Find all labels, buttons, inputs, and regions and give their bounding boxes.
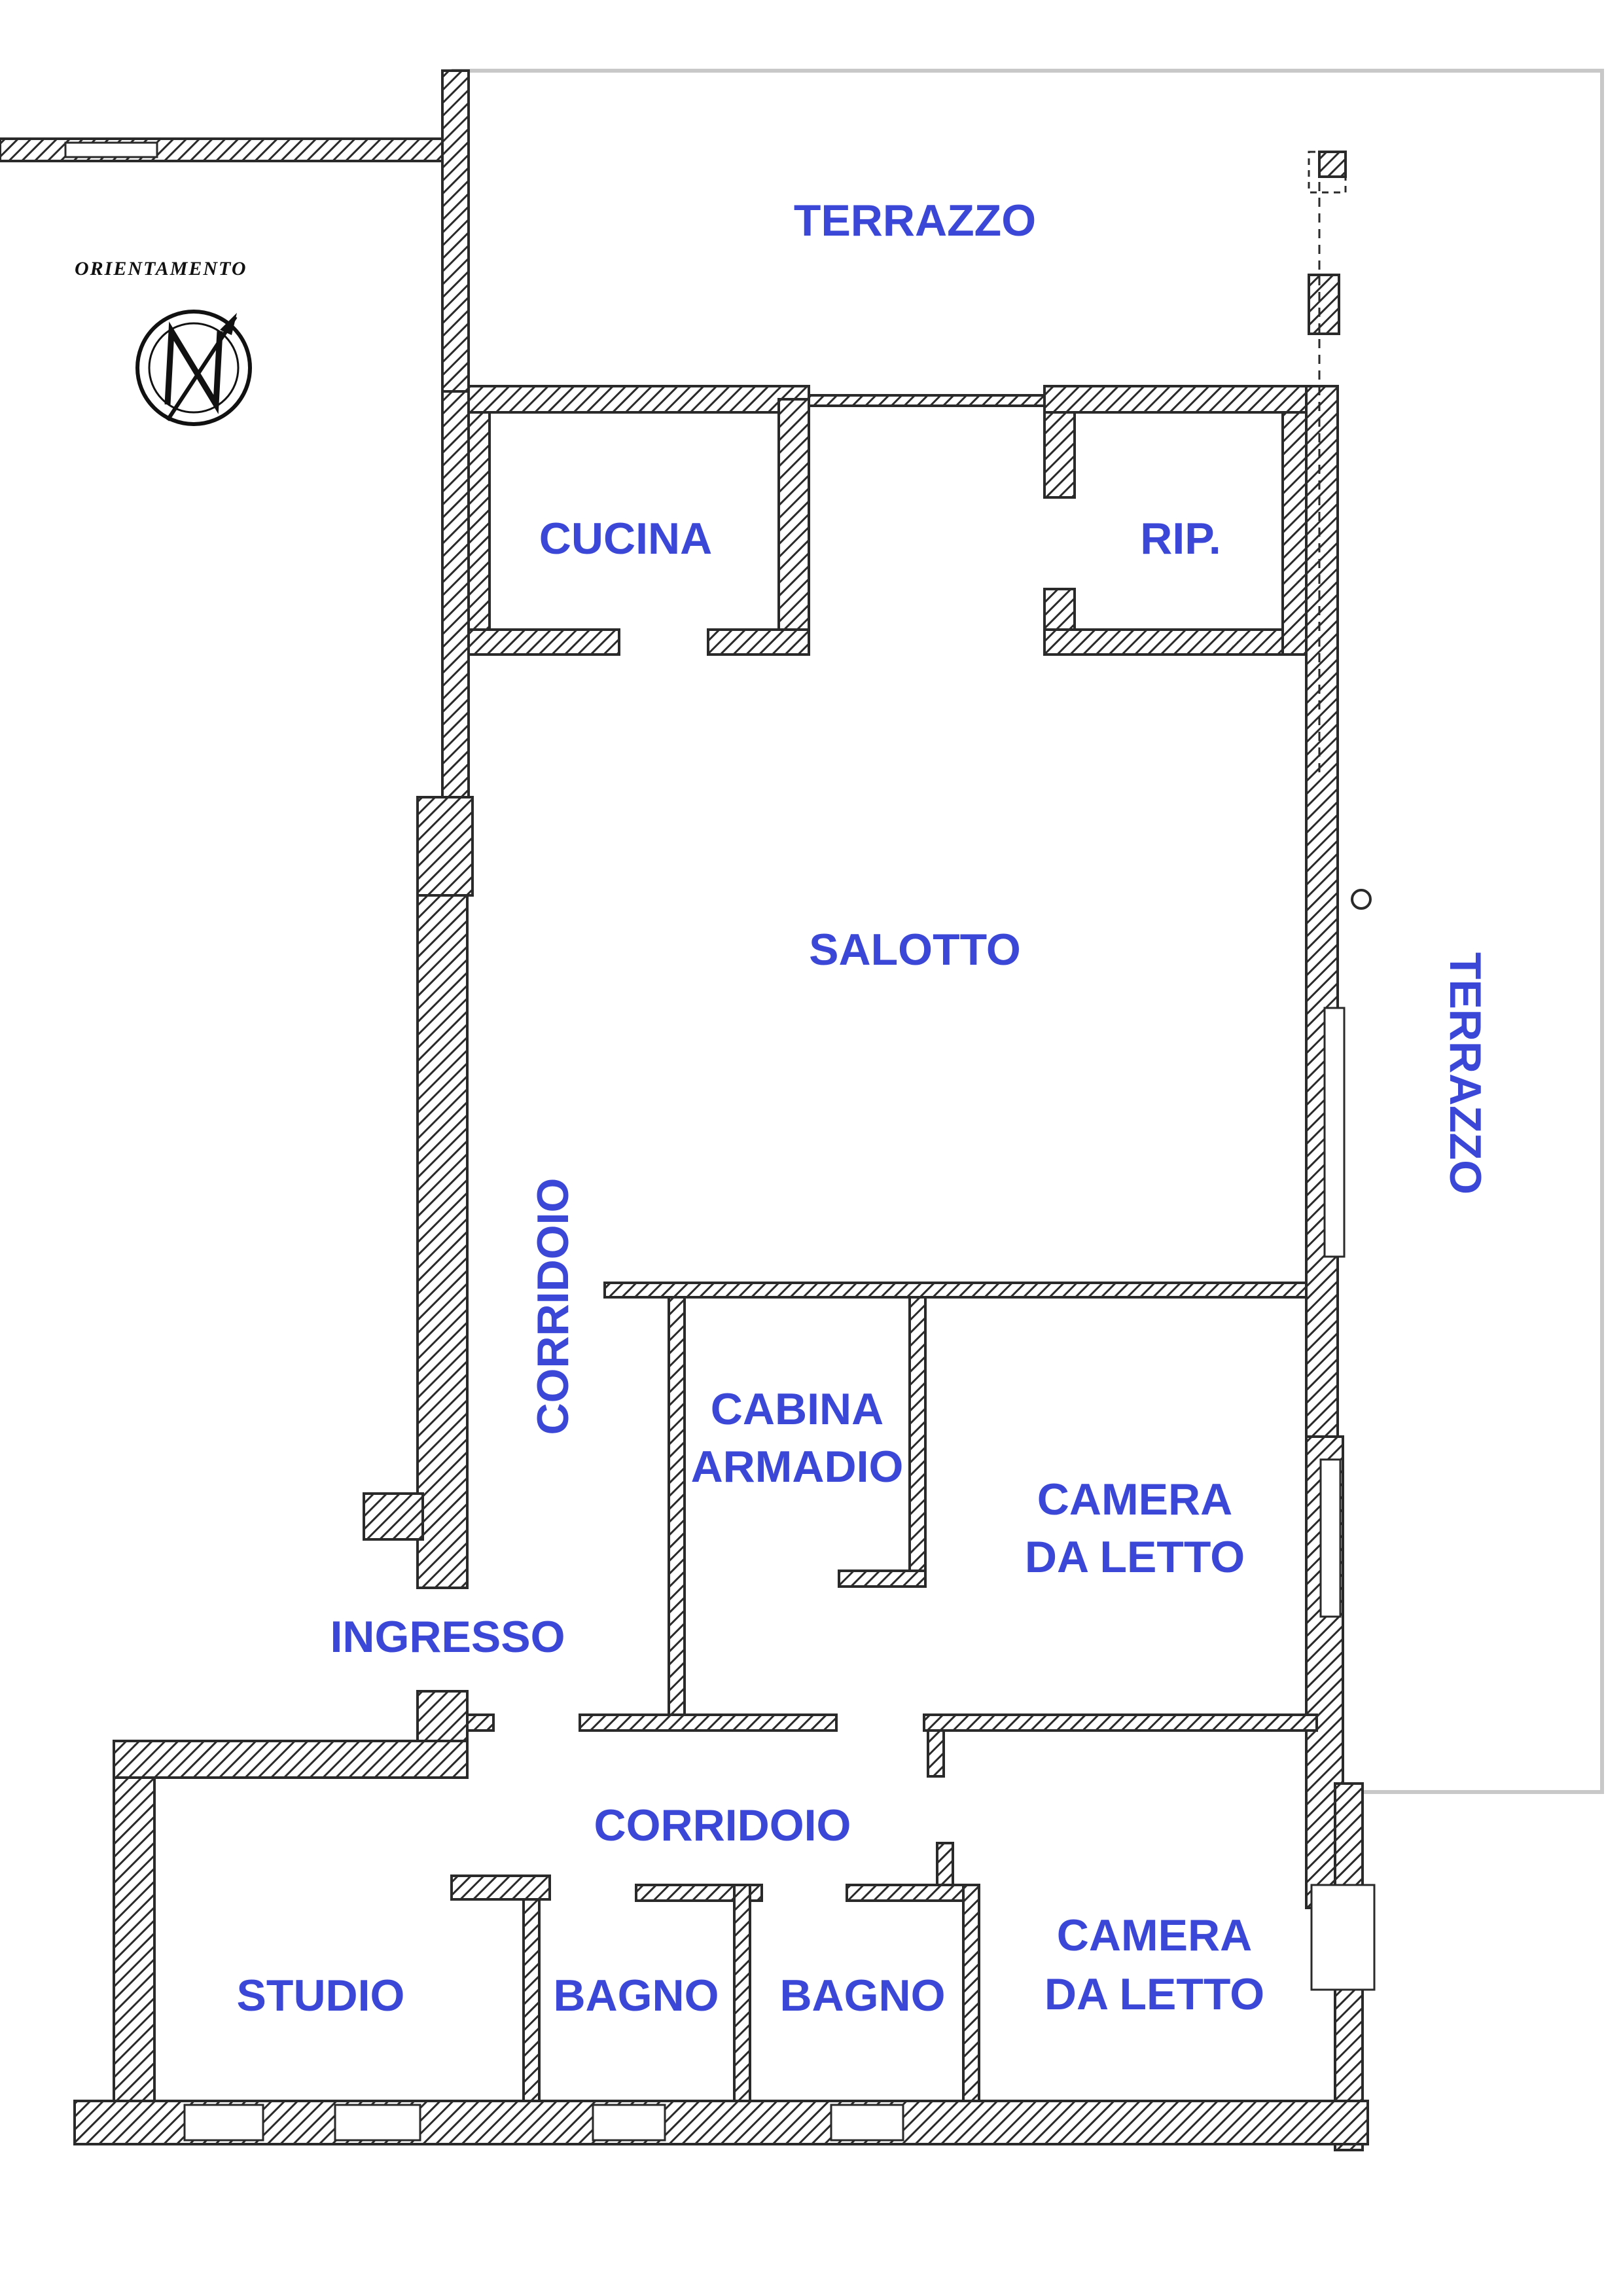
walls (0, 69, 1369, 2151)
label-cabina: CABINA (711, 1384, 883, 1434)
label-cucina: CUCINA (539, 514, 712, 564)
label-salotto: SALOTTO (809, 925, 1021, 975)
label-ingresso: INGRESSO (330, 1612, 565, 1662)
label-studio: STUDIO (237, 1971, 405, 2020)
label-camera-lower-2: DA LETTO (1044, 1969, 1264, 2019)
label-bagno-1: BAGNO (553, 1971, 719, 2020)
compass-north-icon (135, 310, 252, 426)
label-camera-lower-1: CAMERA (1057, 1910, 1252, 1960)
label-terrazzo-top: TERRAZZO (794, 196, 1036, 245)
room-labels: TERRAZZO TERRAZZO CUCINA RIP. SALOTTO CO… (237, 196, 1490, 2020)
label-armadio: ARMADIO (691, 1442, 904, 1492)
fixture-icon (1351, 889, 1372, 910)
orientation-label: ORIENTAMENTO (75, 258, 247, 279)
label-camera-upper-2: DA LETTO (1025, 1532, 1245, 1582)
terrace-outline (452, 69, 1604, 1794)
orientation: ORIENTAMENTO (75, 258, 252, 426)
windows (64, 141, 1376, 2142)
label-camera-upper-1: CAMERA (1037, 1475, 1232, 1524)
label-corridoio-vertical: CORRIDOIO (528, 1178, 578, 1435)
label-terrazzo-side: TERRAZZO (1440, 952, 1490, 1194)
label-corridoio-horizontal: CORRIDOIO (594, 1801, 851, 1850)
label-ripostiglio: RIP. (1140, 514, 1221, 564)
label-bagno-2: BAGNO (779, 1971, 945, 2020)
